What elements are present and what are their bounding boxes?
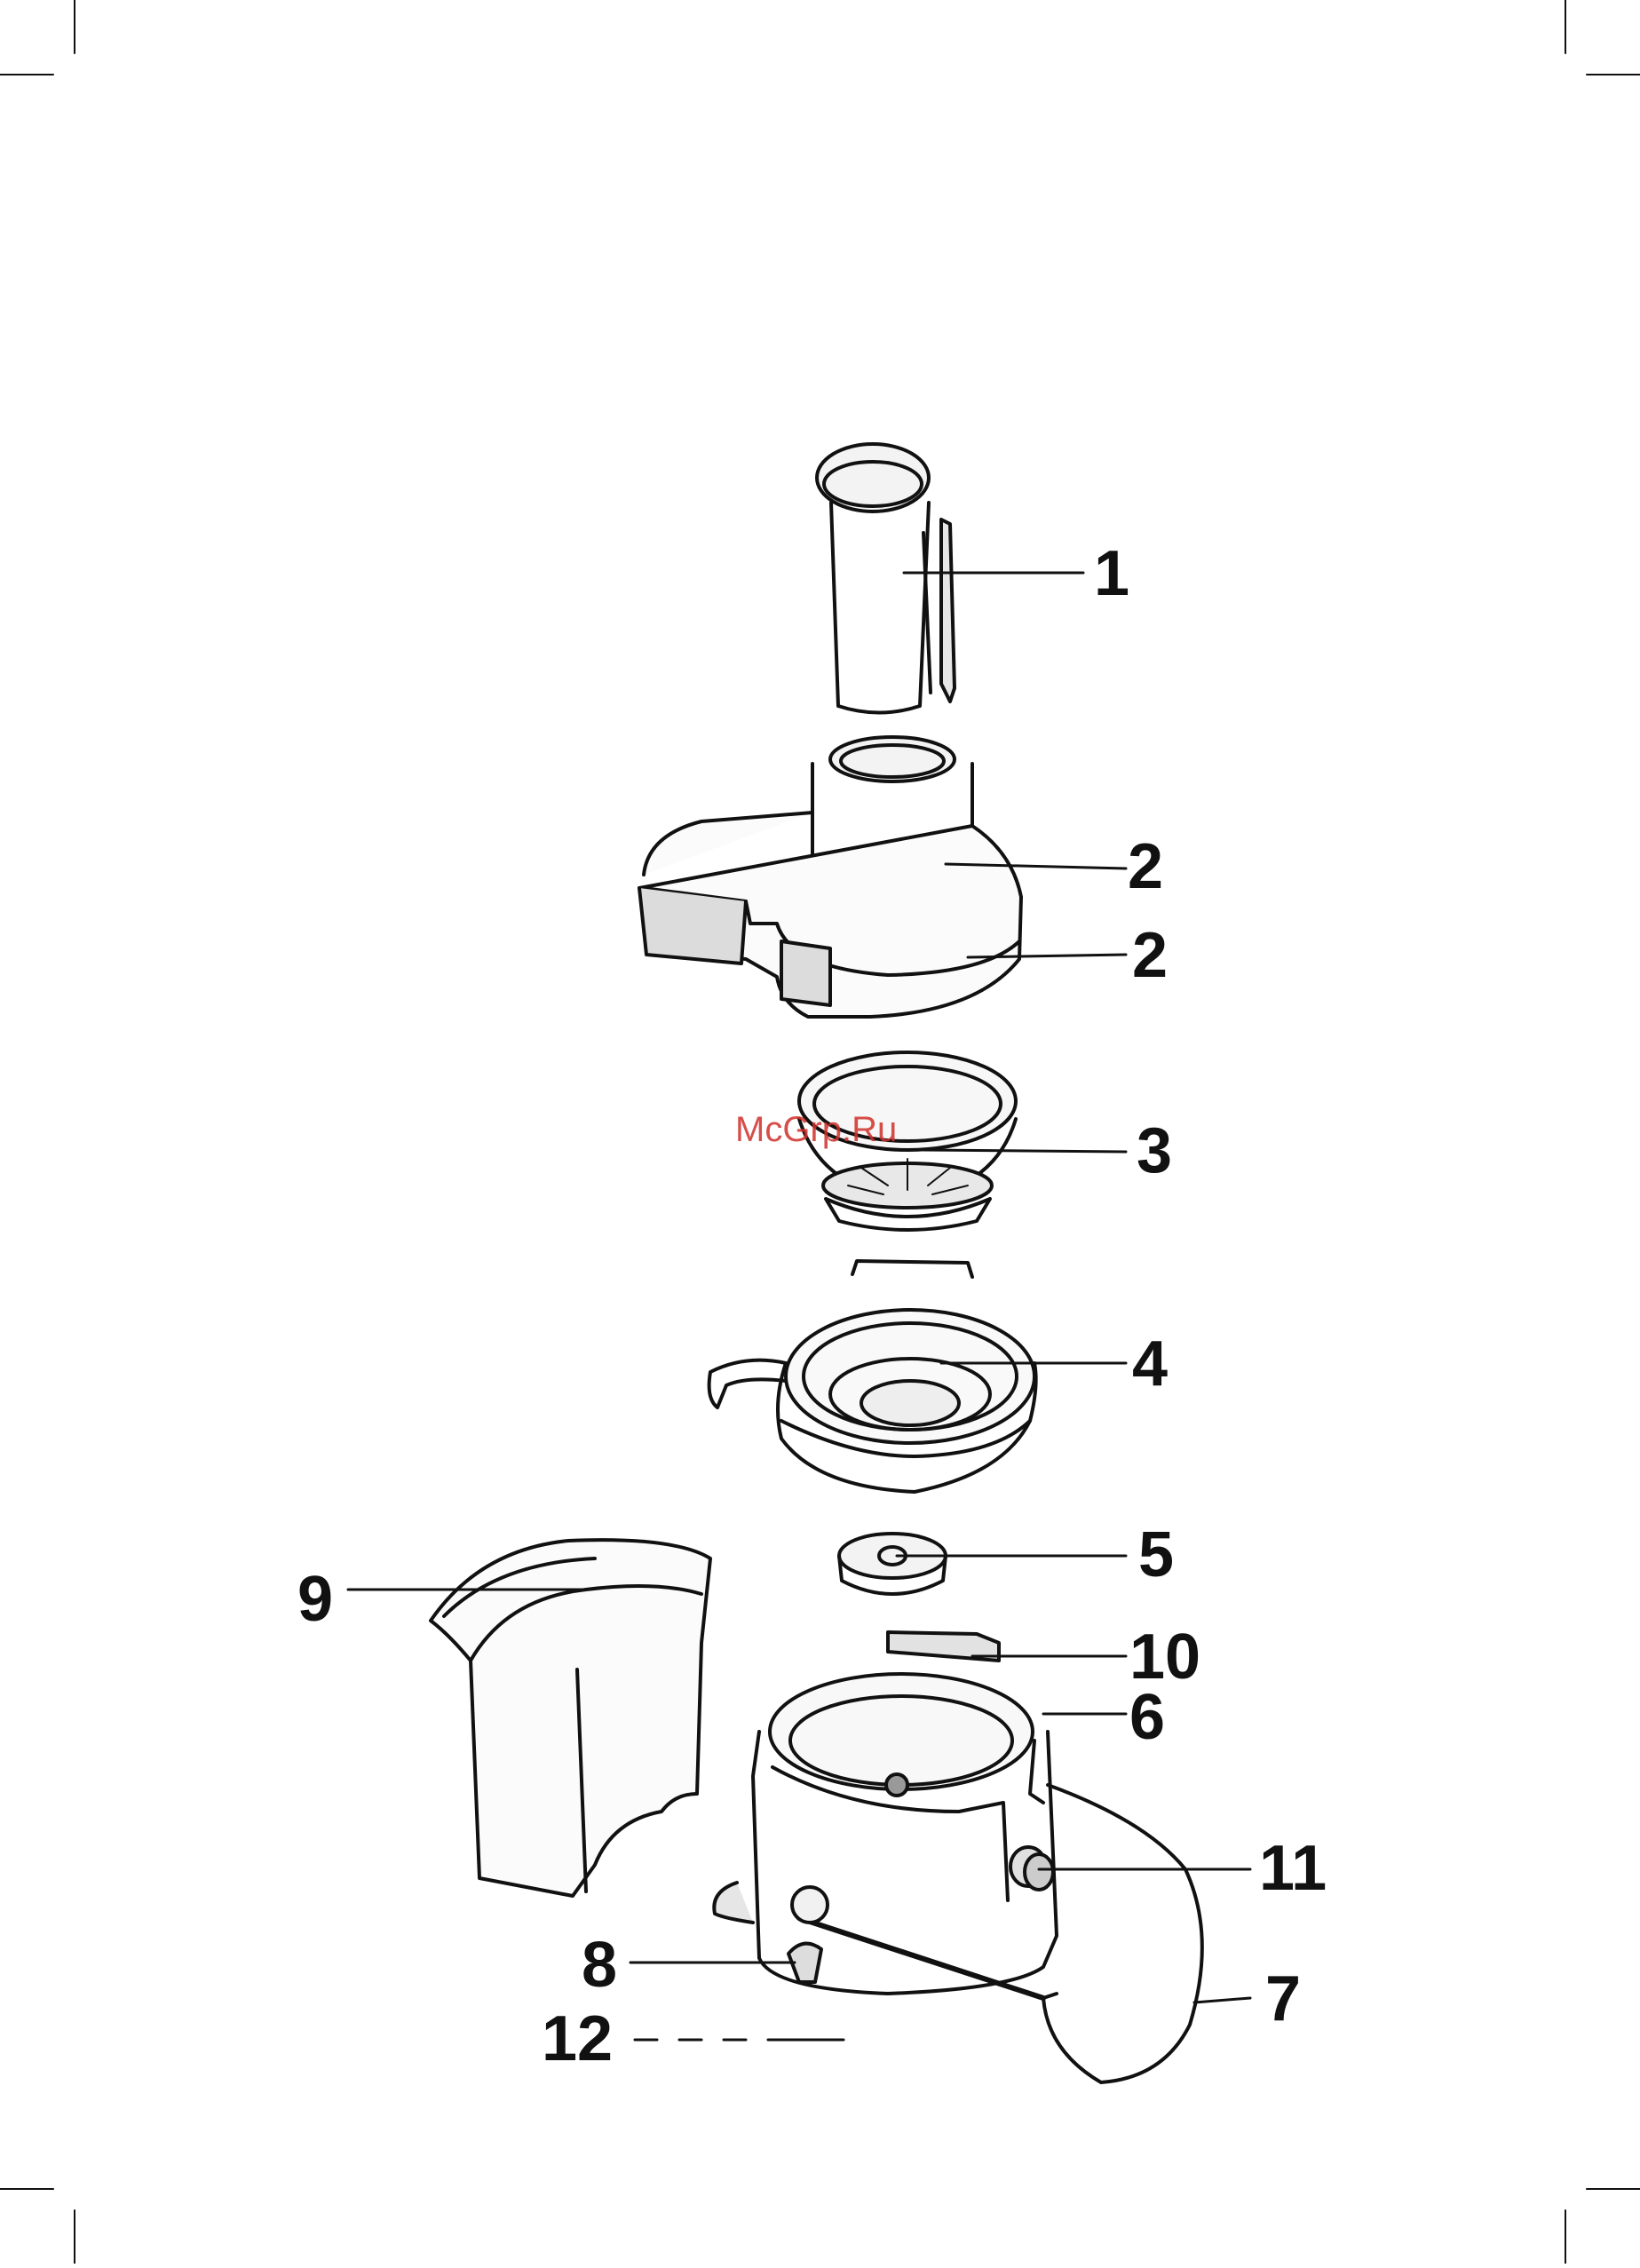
part-8-switch <box>788 1887 828 1982</box>
callout-11: 11 <box>1259 1836 1327 1900</box>
callout-2-upper: 2 <box>1128 835 1163 899</box>
callout-6: 6 <box>1129 1685 1165 1749</box>
callout-9: 9 <box>297 1567 333 1631</box>
callout-12: 12 <box>542 2007 613 2071</box>
watermark: McGrp.Ru <box>735 1110 897 1150</box>
callout-5: 5 <box>1138 1523 1174 1587</box>
callout-8: 8 <box>582 1933 617 1997</box>
callout-10: 10 <box>1129 1625 1200 1689</box>
part-7-locking-clip <box>799 1785 1202 2082</box>
part-2-lid <box>639 737 1021 1017</box>
part-9-pulp-container <box>431 1540 710 1896</box>
callout-1: 1 <box>1094 542 1129 606</box>
part-5-cutting-disc <box>839 1534 946 1594</box>
part-1-food-pusher <box>817 444 955 713</box>
callout-2-lower: 2 <box>1132 924 1168 987</box>
callout-4: 4 <box>1132 1332 1168 1396</box>
callout-3: 3 <box>1137 1119 1172 1183</box>
part-6-motor-base <box>714 1632 1057 1994</box>
callout-7: 7 <box>1265 1967 1301 2031</box>
part-4-juice-bowl <box>709 1261 1036 1492</box>
